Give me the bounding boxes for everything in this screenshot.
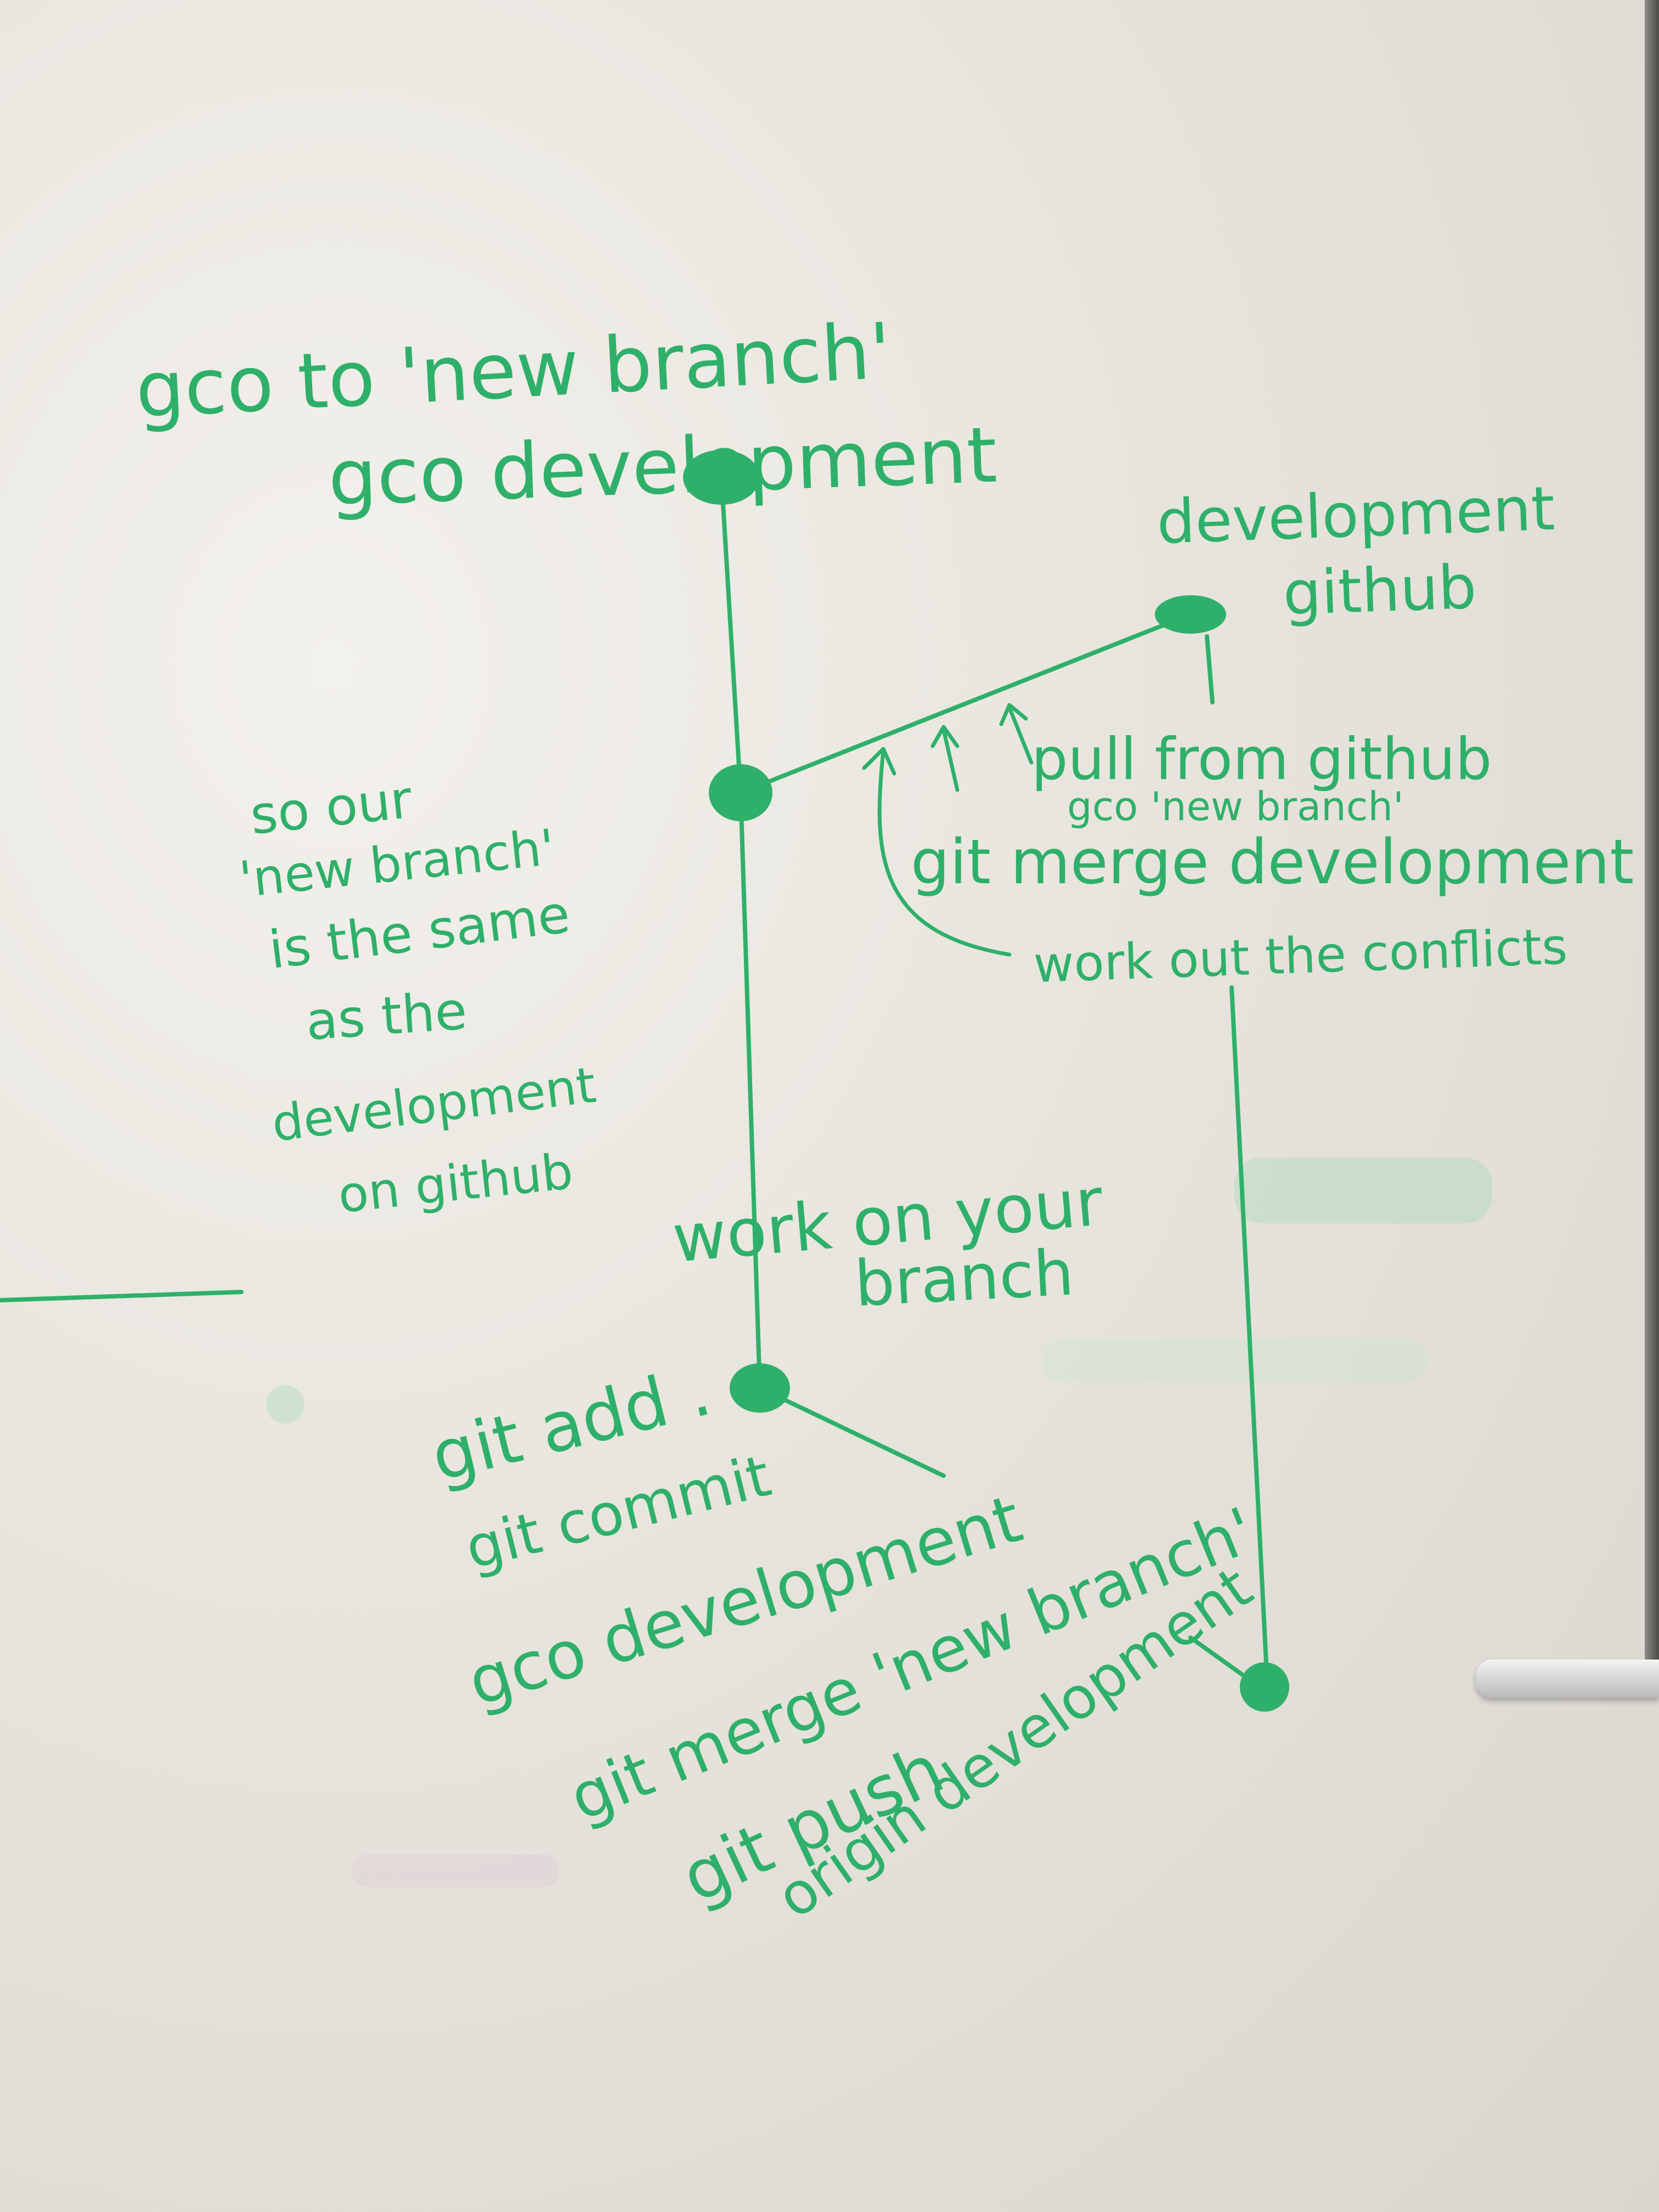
branch-lines — [0, 475, 1269, 1686]
work-label-line2: branch — [853, 1236, 1075, 1321]
smudge — [1042, 1339, 1426, 1383]
smudge — [266, 1385, 304, 1424]
node-pushed — [1240, 1662, 1289, 1712]
github-tick — [1205, 634, 1215, 704]
left-edge-line — [0, 1290, 244, 1302]
node-work-commit — [730, 1363, 790, 1413]
arrow-pull — [1007, 706, 1034, 765]
top-label-line2: gco development — [326, 411, 998, 523]
note-line6: on github — [335, 1143, 575, 1224]
arrow-pull-head — [999, 703, 1028, 726]
github-label-line1: development — [1155, 473, 1556, 557]
smudge — [1234, 1158, 1492, 1223]
smudge — [351, 1854, 560, 1887]
arrow-merge — [941, 727, 960, 792]
merge-line — [758, 1386, 946, 1478]
pull-label-line2: gco 'new branch' — [1067, 783, 1404, 830]
node-new-branch — [709, 764, 772, 821]
arrow-merge-head — [930, 725, 960, 748]
arrows — [862, 703, 1034, 957]
node-development-start — [683, 450, 760, 505]
conflicts-label: work out the conflicts — [1032, 918, 1568, 994]
whiteboard-frame-edge — [1645, 0, 1659, 1679]
erased-smudges — [266, 1158, 1492, 1887]
push-tick — [1188, 1635, 1250, 1681]
note-line5: development — [269, 1056, 599, 1153]
handwritten-text: gco to 'new branch' gco development deve… — [133, 307, 1634, 1931]
note-line1: so our — [247, 770, 415, 847]
pull-label-line3: git merge development — [911, 827, 1634, 898]
commit-nodes — [683, 450, 1289, 1712]
arrow-conflicts-head — [862, 747, 896, 776]
node-github-development — [1155, 595, 1226, 634]
main-line-top — [719, 475, 743, 795]
top-label-line1: gco to 'new branch' — [133, 307, 893, 436]
github-branch-line — [738, 612, 1193, 795]
note-line4: as the — [304, 981, 469, 1052]
pull-label-line1: pull from github — [1031, 726, 1492, 793]
main-line-bottom — [738, 791, 762, 1390]
github-label-line2: github — [1282, 552, 1477, 629]
push-line — [1229, 985, 1269, 1686]
arrow-conflicts — [877, 749, 1012, 957]
marker-tray — [1476, 1660, 1659, 1698]
